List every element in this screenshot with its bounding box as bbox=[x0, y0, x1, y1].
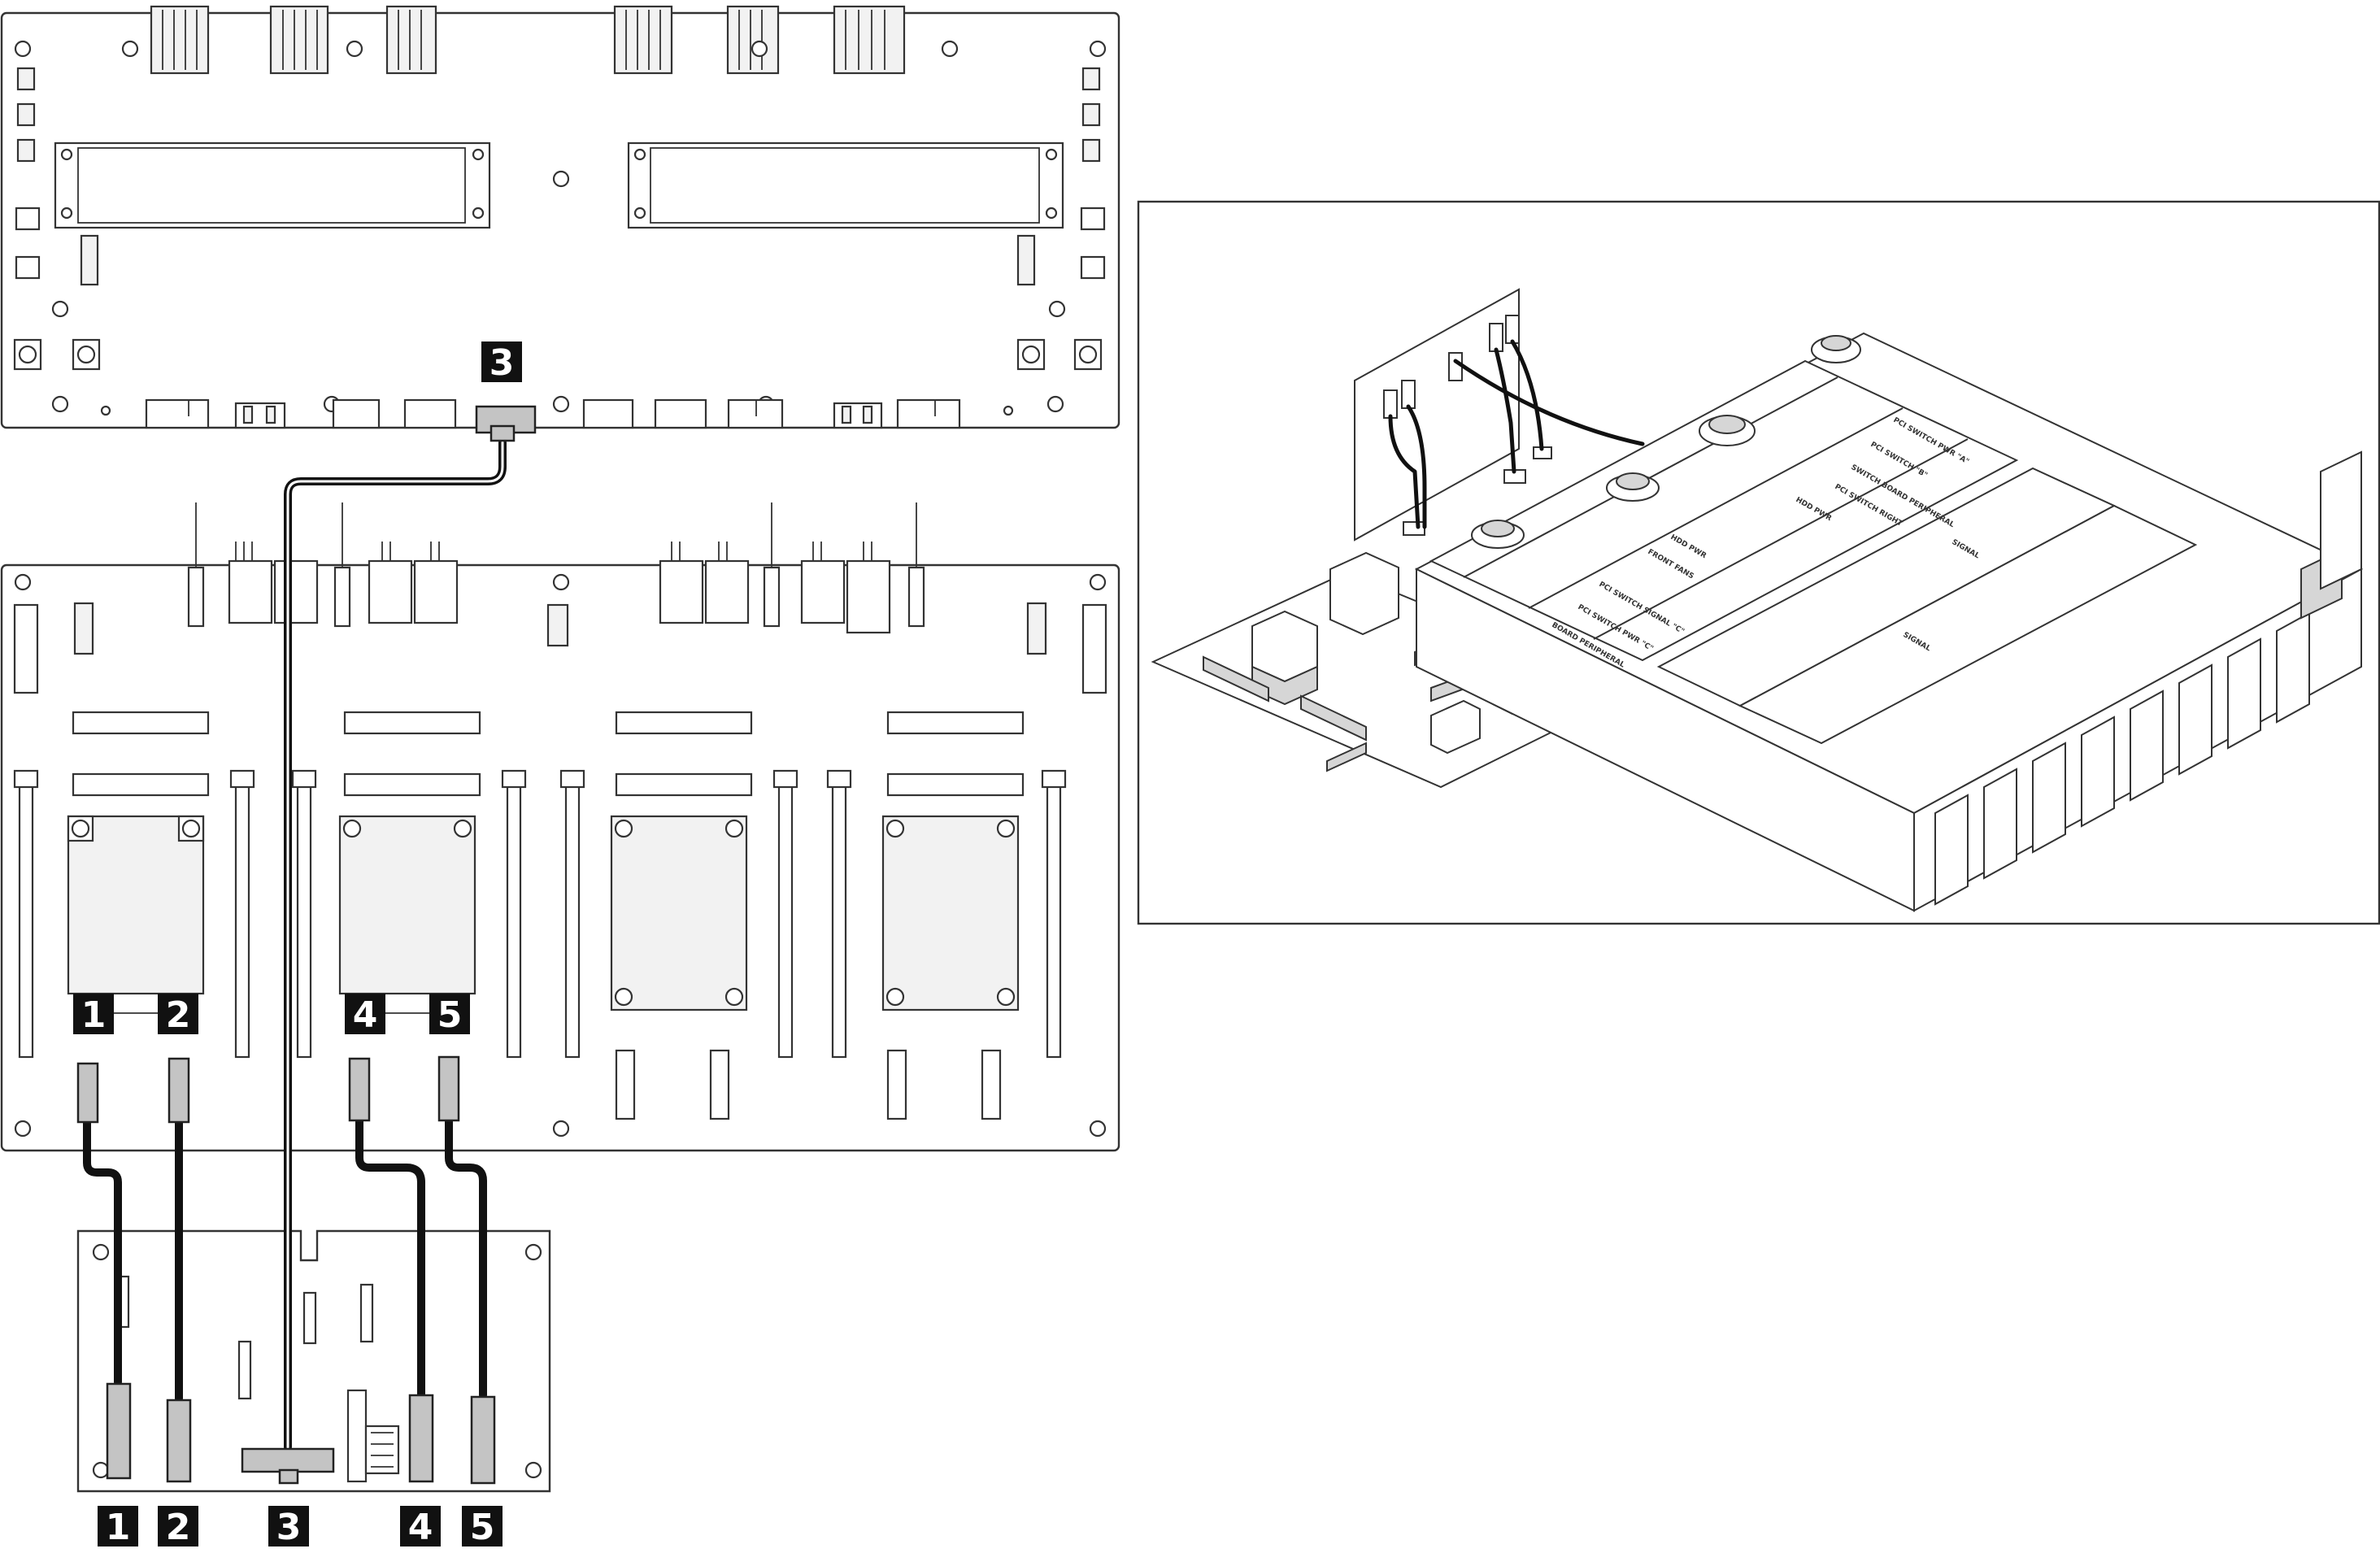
callout-middle-1: 1 bbox=[81, 994, 107, 1036]
callouts-middle: 1 2 4 5 bbox=[73, 994, 470, 1036]
inset-front-bays bbox=[1934, 450, 2362, 906]
top-edge-connectors bbox=[150, 5, 906, 75]
isometric-inset: PCI SWITCH PWR "A" PCI SWITCH "B" SWITCH… bbox=[1137, 200, 2380, 925]
middle-board-holes bbox=[14, 573, 1107, 1138]
middle-board-bottom-connectors bbox=[615, 1049, 1002, 1120]
callout-bottom-4: 4 bbox=[408, 1507, 433, 1548]
inset-board-parts bbox=[1203, 551, 1546, 772]
inset-riser-bracket bbox=[1354, 288, 1520, 542]
top-board bbox=[0, 5, 1120, 429]
callouts-bottom: 1 2 3 4 5 bbox=[98, 1506, 503, 1548]
callout-top-3-label: 3 bbox=[489, 342, 515, 384]
middle-board-dimm-slots bbox=[13, 769, 1067, 1059]
middle-board-sockets bbox=[67, 815, 1020, 1011]
callout-bottom-3: 3 bbox=[276, 1507, 302, 1548]
cable-1 bbox=[76, 1062, 132, 1480]
callout-middle-4: 4 bbox=[353, 994, 378, 1036]
callout-middle-5: 5 bbox=[437, 994, 463, 1036]
middle-board bbox=[0, 502, 1120, 1152]
middle-board-pins bbox=[187, 502, 925, 628]
top-board-panels bbox=[54, 141, 1064, 229]
inset-air-baffle bbox=[1429, 359, 2198, 745]
cable-5 bbox=[437, 1055, 496, 1485]
top-board-bottom-connectors bbox=[145, 398, 961, 429]
callout-middle-2: 2 bbox=[166, 994, 191, 1036]
inset-riser-connectors bbox=[1383, 315, 1552, 536]
callout-bottom-2: 2 bbox=[166, 1507, 191, 1548]
top-board-side-components bbox=[13, 67, 1106, 371]
cables bbox=[76, 405, 537, 1485]
cable-2 bbox=[166, 1057, 192, 1483]
middle-board-slots bbox=[72, 711, 1025, 797]
middle-board-top-modules bbox=[228, 542, 891, 634]
inset-chassis-side bbox=[1416, 568, 1915, 912]
callout-bottom-5: 5 bbox=[470, 1507, 495, 1548]
inset-cable-clips bbox=[1471, 335, 1861, 549]
callout-top-3: 3 bbox=[481, 341, 522, 384]
cable-3 bbox=[241, 405, 537, 1485]
middle-board-side-connectors bbox=[13, 602, 1107, 694]
cable-4 bbox=[348, 1057, 434, 1483]
callout-bottom-1: 1 bbox=[106, 1507, 131, 1548]
